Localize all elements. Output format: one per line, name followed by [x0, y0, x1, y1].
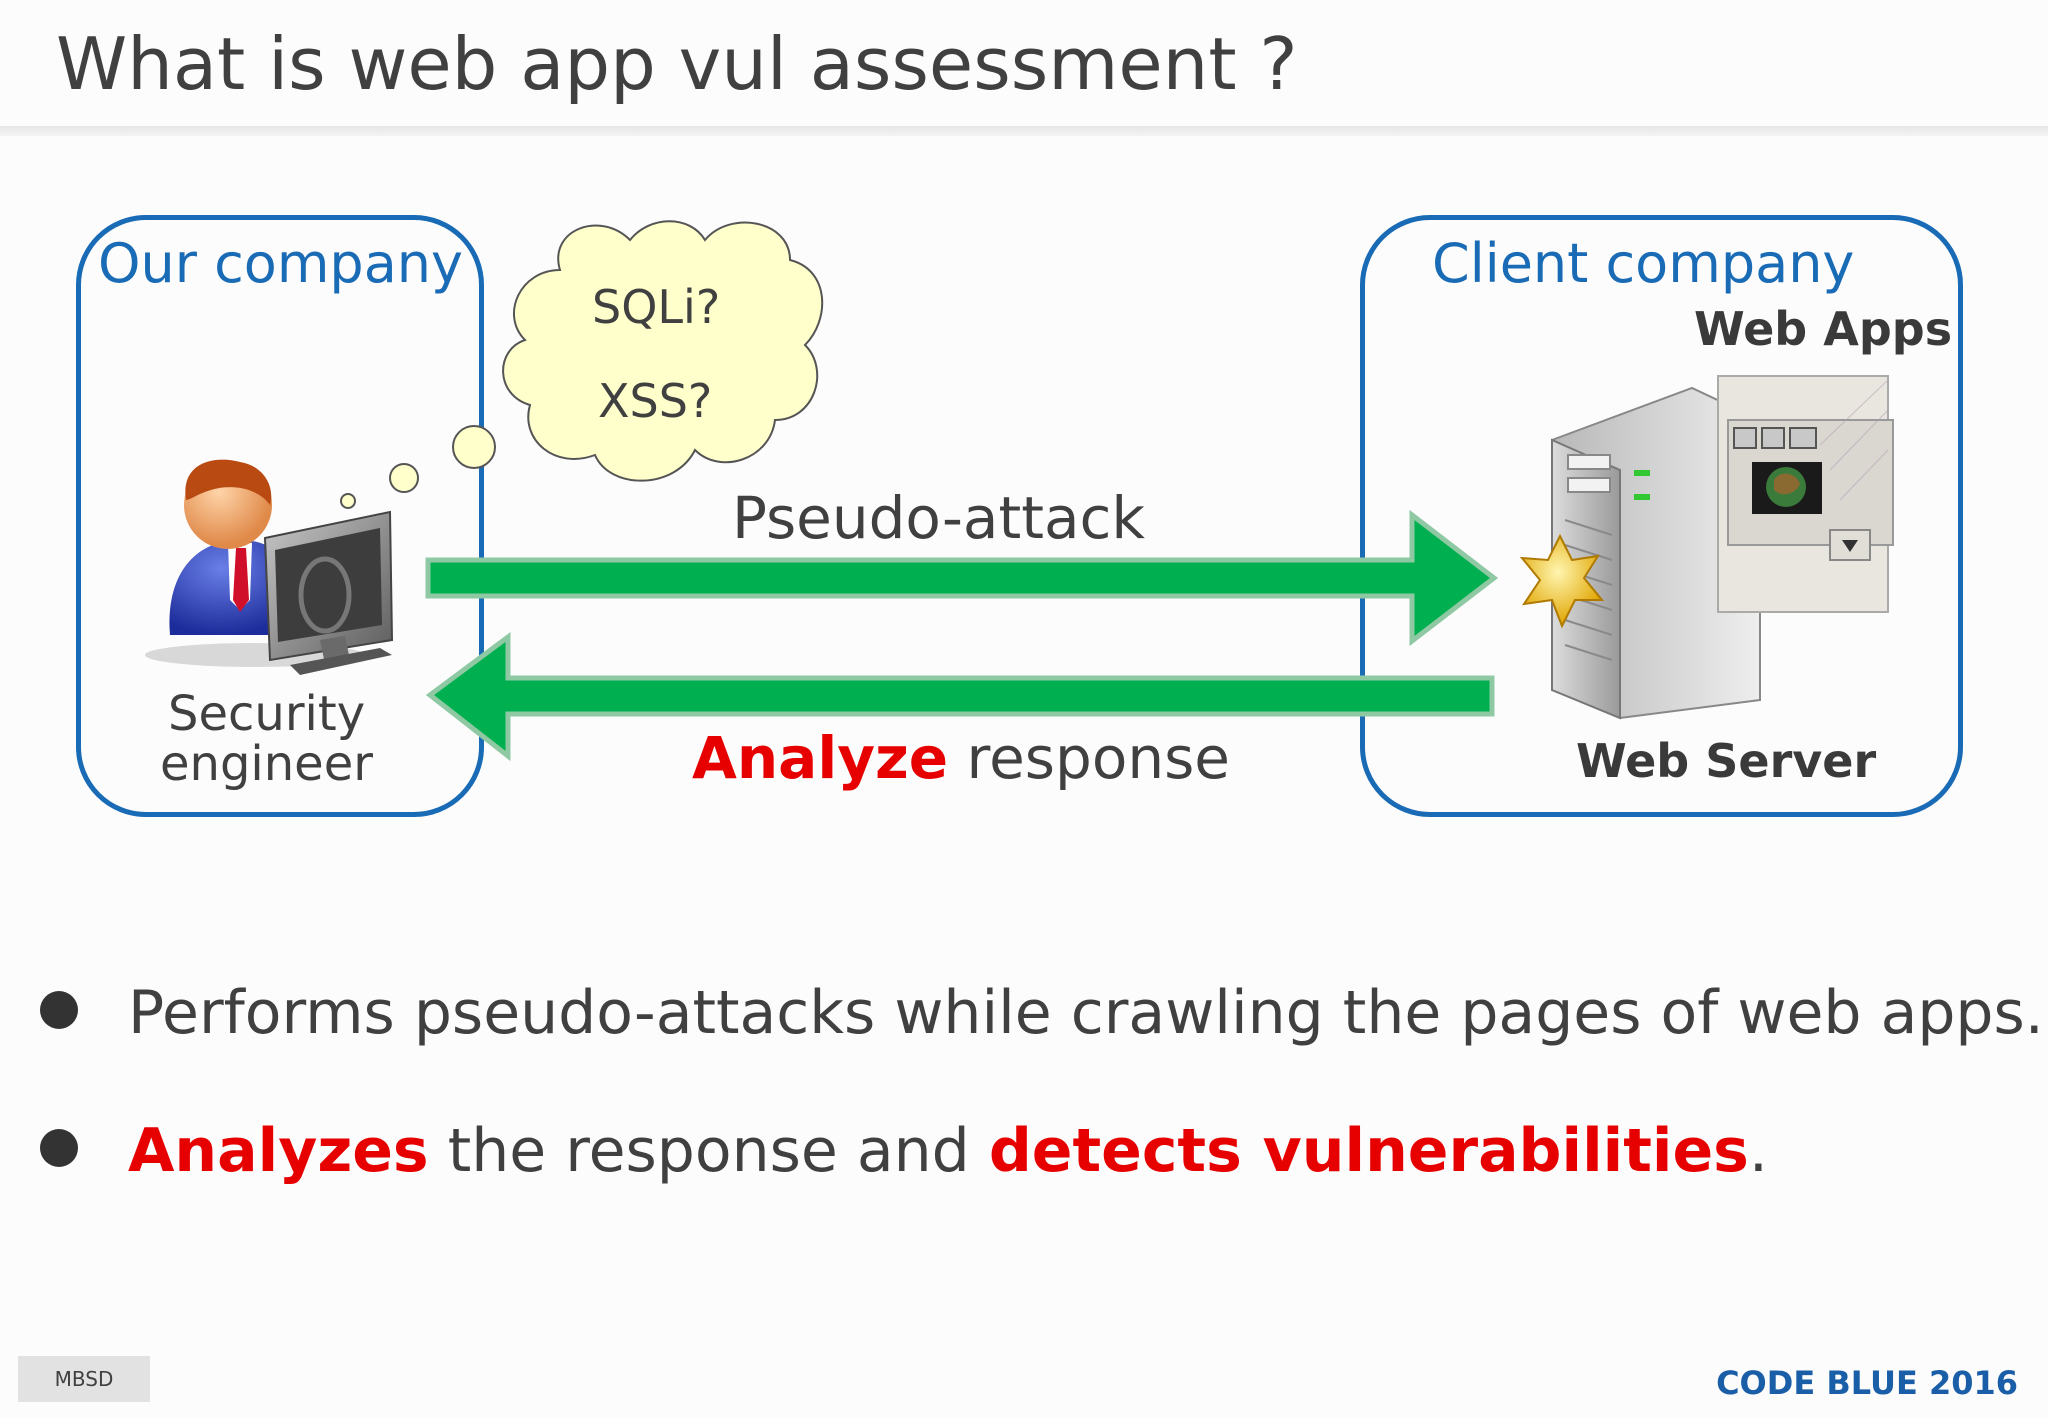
analyze-response-label: Analyze response [692, 724, 1230, 792]
bubble-sqli: SQLi? [592, 280, 721, 334]
bullet-2-emph-detects: detects vulnerabilities [988, 1116, 1749, 1186]
bullet-dot-icon [40, 1129, 78, 1168]
bullet-1-text: Performs pseudo-attacks while crawling t… [128, 978, 2044, 1048]
bullet-2-emph-analyzes: Analyzes [128, 1116, 429, 1186]
web-server-label: Web Server [1576, 734, 1877, 788]
bullet-2: Analyzes the response and detects vulner… [40, 1116, 1768, 1186]
response-text: response [948, 724, 1230, 792]
web-apps-label: Web Apps [1694, 302, 1953, 356]
client-company-box [1360, 215, 1963, 817]
engineer-label-line1: Security [168, 686, 366, 742]
our-company-label: Our company [98, 232, 463, 295]
client-company-label: Client company [1432, 232, 1855, 295]
page-title: What is web app vul assessment ? [56, 22, 1298, 106]
engineer-label-line2: engineer [160, 736, 373, 792]
bullet-1: Performs pseudo-attacks while crawling t… [40, 978, 2044, 1048]
footer-tag: MBSD [18, 1356, 150, 1402]
bullet-dot-icon [40, 991, 78, 1030]
pseudo-attack-label: Pseudo-attack [732, 484, 1145, 552]
bubble-xss: XSS? [598, 374, 713, 428]
title-divider [0, 126, 2048, 136]
analyze-emphasis: Analyze [692, 724, 949, 792]
our-company-box [76, 215, 484, 817]
bullet-2-end: . [1748, 1116, 1768, 1186]
footer-brand: CODE BLUE 2016 [1716, 1364, 2018, 1402]
bullet-2-mid: the response and [428, 1116, 989, 1186]
